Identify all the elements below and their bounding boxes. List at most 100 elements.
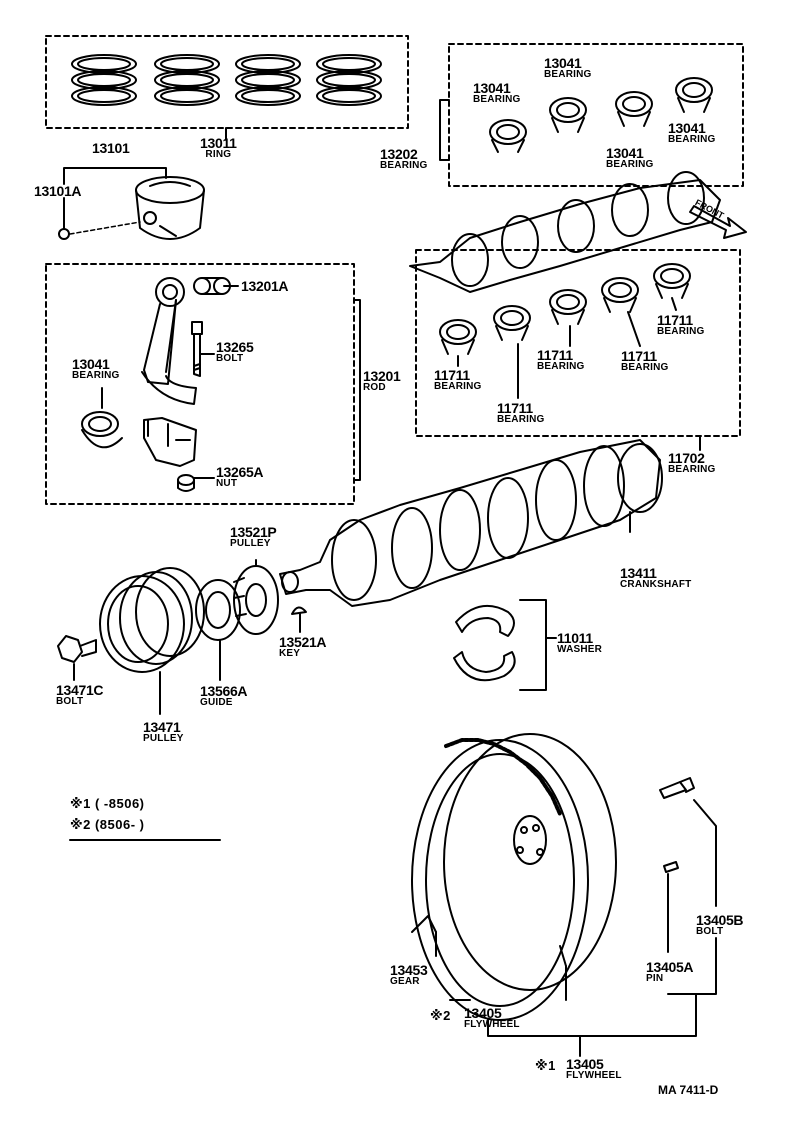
part-number: 13041	[668, 120, 706, 136]
front-arrow-icon	[689, 205, 747, 239]
part-label-13201: 13201 ROD	[363, 368, 401, 393]
part-number: 13265A	[216, 464, 264, 480]
thrust-washer-icon	[453, 604, 516, 682]
crank-guide-icon	[195, 579, 241, 641]
crankshaft-icon	[279, 439, 663, 607]
part-number: 11711	[497, 400, 533, 416]
part-name: PULLEY	[143, 733, 184, 744]
part-name: BEARING	[657, 326, 705, 337]
part-name: PIN	[646, 973, 664, 984]
part-label-13041-rod: 13041 BEARING	[72, 357, 120, 381]
bearing-box-11702	[415, 249, 741, 437]
part-name: BEARING	[621, 362, 669, 373]
part-number: 13265	[216, 339, 254, 355]
crank-key-icon	[291, 606, 307, 615]
part-name: BEARING	[606, 159, 654, 170]
note-line-1: ※1 ( -8506)	[70, 796, 145, 811]
part-name: KEY	[279, 648, 301, 659]
bushing-icon	[193, 277, 231, 295]
part-number: 13453	[390, 962, 428, 978]
part-number: 11711	[537, 347, 573, 363]
note-line-2: ※2 (8506- )	[70, 817, 145, 832]
part-name: RING	[205, 149, 232, 160]
part-name: NUT	[216, 478, 238, 489]
dowel-pin-icon	[663, 861, 679, 873]
part-label-13265: 13265 BOLT	[216, 339, 254, 364]
part-label-11711-1: 11711 BEARING	[434, 368, 482, 392]
part-number: 13011	[200, 135, 237, 151]
part-name: BEARING	[668, 464, 716, 475]
part-name: GEAR	[390, 976, 420, 987]
part-number: 13041	[606, 145, 644, 161]
part-label-13041-4: 13041 BEARING	[668, 121, 716, 145]
piston-ring-icon	[71, 54, 137, 106]
bearing-shell-icon	[549, 289, 587, 325]
part-number: 13566A	[200, 683, 248, 699]
part-number: 11711	[621, 348, 657, 364]
bearing-box-13202	[448, 43, 744, 187]
part-number: 13471C	[56, 682, 104, 698]
part-label-13471: 13471 PULLEY	[143, 720, 184, 744]
part-number: 13405	[566, 1056, 604, 1072]
part-label-13101A: 13101A	[34, 184, 82, 198]
nut-icon	[177, 474, 195, 492]
connecting-rod-icon	[141, 277, 197, 405]
part-name: GUIDE	[200, 697, 233, 708]
part-label-11711-4: 11711 BEARING	[621, 349, 669, 373]
part-number: 13101	[92, 140, 130, 156]
part-name: BEARING	[537, 361, 585, 372]
part-label-13405B: 13405B BOLT	[696, 913, 744, 937]
part-name: BEARING	[497, 414, 545, 425]
part-name: ROD	[363, 382, 386, 393]
part-label-13265A: 13265A NUT	[216, 464, 264, 489]
piston-icon	[135, 176, 205, 240]
rod-cap-icon	[143, 417, 197, 467]
flywheel-icon	[411, 733, 617, 1021]
crankshaft-upper-icon	[409, 171, 721, 293]
part-label-11702: 11702 BEARING	[668, 451, 716, 475]
part-label-13405-flywheel-1: 13405 FLYWHEEL	[566, 1057, 622, 1081]
part-number: 13405	[464, 1005, 502, 1021]
piston-ring-icon	[316, 54, 382, 106]
snap-ring-icon	[58, 228, 70, 240]
part-label-13471C: 13471C BOLT	[56, 682, 104, 707]
part-number: 11711	[434, 367, 470, 383]
part-label-13011: 13011 RING	[200, 136, 237, 160]
rod-bolt-icon	[191, 321, 203, 377]
part-number: 13411	[620, 565, 657, 581]
bearing-shell-icon	[549, 97, 587, 133]
part-number: 13521P	[230, 524, 277, 540]
part-name: BEARING	[473, 94, 521, 105]
bearing-shell-icon	[493, 305, 531, 341]
pulley-bolt-icon	[57, 635, 97, 663]
diagram-code: MA 7411-D	[658, 1083, 719, 1097]
bearing-shell-icon	[615, 91, 653, 127]
part-number: 13041	[72, 356, 110, 372]
flywheel-bolt-icon	[659, 777, 695, 799]
part-name: WASHER	[557, 644, 603, 655]
bearing-shell-icon	[601, 277, 639, 313]
note-mark-2: ※2	[430, 1008, 451, 1023]
part-number: 13041	[544, 55, 582, 71]
part-name: BEARING	[72, 370, 120, 381]
part-number: 13471	[143, 719, 181, 735]
part-number: 13201	[363, 368, 401, 384]
part-number: 13202	[380, 146, 418, 162]
part-number: 13041	[473, 80, 511, 96]
part-name: BEARING	[434, 381, 482, 392]
note-mark-1: ※1	[535, 1058, 556, 1073]
part-label-13041-2: 13041 BEARING	[544, 56, 592, 80]
part-name: BOLT	[56, 696, 84, 707]
part-label-13453: 13453 GEAR	[390, 962, 428, 987]
part-number: 13201A	[241, 278, 289, 294]
part-name: BEARING	[544, 69, 592, 80]
part-number: 11011	[557, 630, 593, 646]
timing-pulley-icon	[233, 565, 279, 635]
part-label-13201A: 13201A	[241, 278, 289, 294]
part-number: 11702	[668, 450, 705, 466]
part-label-13566A: 13566A GUIDE	[200, 683, 248, 708]
crank-pulley-icon	[99, 567, 205, 673]
part-number: 13405A	[646, 959, 694, 975]
part-name: BEARING	[668, 134, 716, 145]
